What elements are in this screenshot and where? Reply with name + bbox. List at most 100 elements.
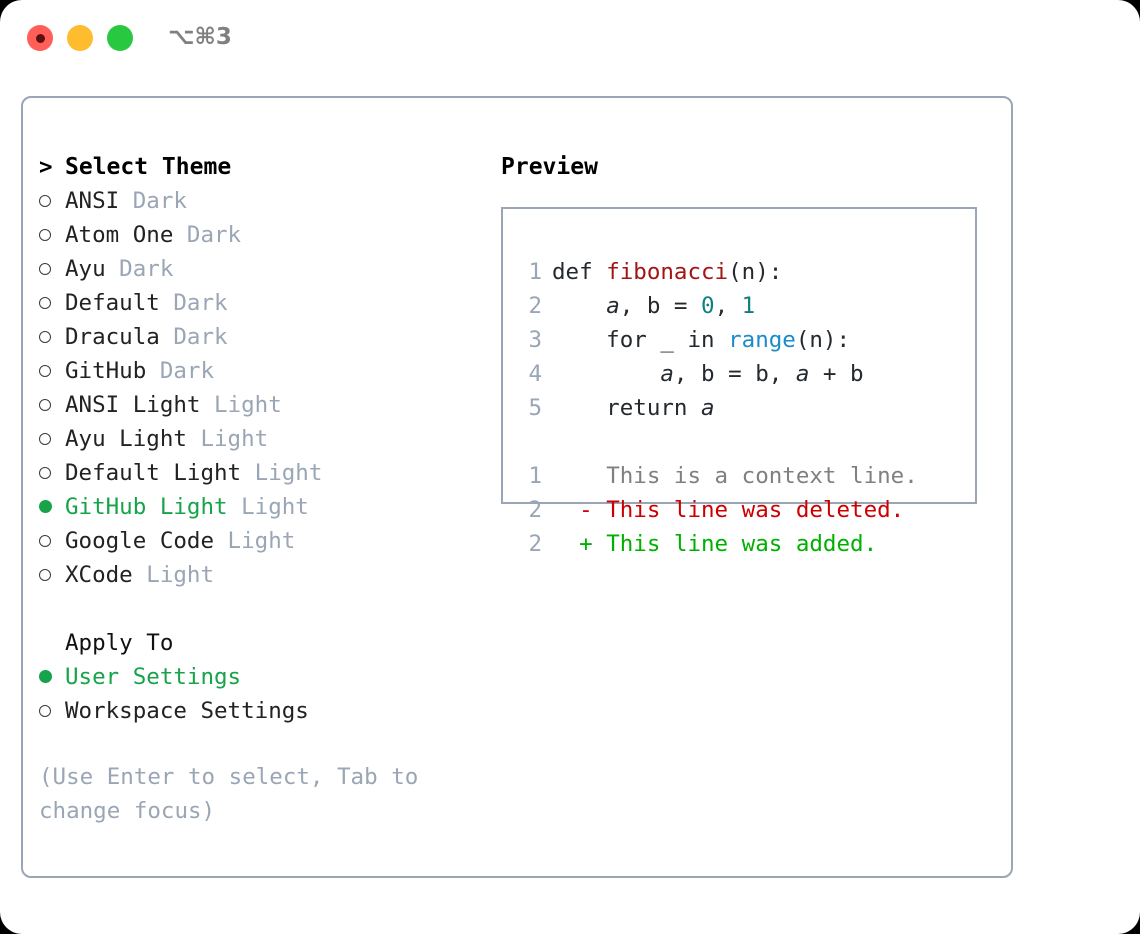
theme-name: Atom One xyxy=(65,222,174,248)
code-token-var: a xyxy=(701,395,715,421)
record-indicator-icon xyxy=(35,33,45,43)
theme-name: GitHub Light xyxy=(65,494,228,520)
code-token-kw: range xyxy=(728,327,796,353)
theme-list-item[interactable]: Dracula Dark xyxy=(39,320,479,354)
code-token-plain: , xyxy=(619,293,647,319)
theme-list-item[interactable]: GitHub Light Light xyxy=(39,490,479,524)
line-number: 2 xyxy=(528,293,542,319)
theme-list-item[interactable]: Ayu Dark xyxy=(39,252,479,286)
code-token-plain: def xyxy=(552,259,607,285)
radio-bullet-icon xyxy=(39,534,51,547)
line-number: 1 xyxy=(528,463,542,489)
radio-unselected-icon[interactable] xyxy=(39,324,65,350)
radio-unselected-icon[interactable] xyxy=(39,426,65,452)
theme-name: Ayu xyxy=(65,256,106,282)
theme-list-item[interactable]: Ayu Light Light xyxy=(39,422,479,456)
diff-line-ctx: 1 This is a context line. xyxy=(520,459,918,493)
keyboard-hint-text: (Use Enter to select, Tab to change focu… xyxy=(39,764,432,824)
radio-bullet-icon xyxy=(39,228,51,241)
theme-list-item[interactable]: Default Light Light xyxy=(39,456,479,490)
list-spacer xyxy=(39,592,479,626)
window-controls xyxy=(27,25,133,51)
code-token-plain: for _ in xyxy=(552,327,729,353)
theme-kind-badge: Light xyxy=(214,528,296,554)
diff-line-add: 2 + This line was added. xyxy=(520,527,918,561)
theme-list-item[interactable]: ANSI Light Light xyxy=(39,388,479,422)
radio-unselected-icon[interactable] xyxy=(39,290,65,316)
radio-unselected-icon[interactable] xyxy=(39,698,65,724)
diff-sign: - xyxy=(552,497,607,523)
radio-bullet-icon xyxy=(39,704,51,717)
theme-name: GitHub xyxy=(65,358,147,384)
focus-caret-icon: > xyxy=(39,154,53,180)
diff-sign xyxy=(552,463,606,489)
radio-bullet-icon xyxy=(39,670,52,683)
theme-kind-badge: Dark xyxy=(119,188,187,214)
theme-list-item[interactable]: Default Dark xyxy=(39,286,479,320)
code-token-plain xyxy=(552,361,660,387)
radio-unselected-icon[interactable] xyxy=(39,256,65,282)
code-line: 5 return a xyxy=(520,391,918,425)
theme-name: ANSI xyxy=(65,188,120,214)
theme-list-item[interactable]: GitHub Dark xyxy=(39,354,479,388)
radio-bullet-icon xyxy=(39,432,51,445)
diff-text: This line was added. xyxy=(606,531,878,557)
line-number: 3 xyxy=(528,327,542,353)
apply-to-title: Apply To xyxy=(65,630,174,656)
code-token-func: fibonacci xyxy=(606,259,729,285)
theme-name: Ayu Light xyxy=(65,426,187,452)
radio-selected-icon[interactable] xyxy=(39,664,65,690)
theme-kind-badge: Dark xyxy=(159,324,228,350)
radio-bullet-icon xyxy=(39,330,51,343)
radio-bullet-icon xyxy=(39,500,52,513)
line-number: 2 xyxy=(528,497,542,523)
radio-unselected-icon[interactable] xyxy=(39,222,65,248)
diff-sign: + xyxy=(552,531,607,557)
theme-kind-badge: Dark xyxy=(146,358,215,384)
theme-list-item[interactable]: Google Code Light xyxy=(39,524,479,558)
theme-kind-badge: Light xyxy=(186,426,269,452)
diff-text: This line was deleted. xyxy=(606,497,905,523)
code-line: 4 a, b = b, a + b xyxy=(520,357,918,391)
radio-bullet-icon xyxy=(39,466,51,479)
radio-bullet-icon xyxy=(39,262,51,275)
line-number: 4 xyxy=(528,361,542,387)
radio-bullet-icon xyxy=(39,398,51,411)
radio-bullet-icon xyxy=(39,296,51,309)
code-token-var: a xyxy=(795,361,810,387)
radio-bullet-icon xyxy=(39,568,51,581)
theme-list-item[interactable]: ANSI Dark xyxy=(39,184,479,218)
close-button-icon[interactable] xyxy=(27,25,53,51)
theme-picker-title: Select Theme xyxy=(65,154,232,180)
radio-unselected-icon[interactable] xyxy=(39,562,65,588)
diff-text: This is a context line. xyxy=(606,463,918,489)
apply-to-item[interactable]: Workspace Settings xyxy=(39,694,479,728)
radio-unselected-icon[interactable] xyxy=(39,460,65,486)
maximize-button-icon[interactable] xyxy=(107,25,133,51)
apply-to-label: User Settings xyxy=(65,664,242,690)
code-token-var: a xyxy=(606,293,620,319)
radio-unselected-icon[interactable] xyxy=(39,358,65,384)
radio-unselected-icon[interactable] xyxy=(39,188,65,214)
keyboard-shortcut-label: ⌥⌘3 xyxy=(168,24,232,50)
radio-unselected-icon[interactable] xyxy=(39,392,65,418)
title-bar: ⌥⌘3 xyxy=(0,0,1140,78)
theme-kind-badge: Light xyxy=(132,562,215,588)
apply-to-heading: Apply To xyxy=(39,626,479,660)
theme-list-item[interactable]: Atom One Dark xyxy=(39,218,479,252)
radio-unselected-icon[interactable] xyxy=(39,528,65,554)
theme-name: Google Code xyxy=(65,528,215,554)
minimize-button-icon[interactable] xyxy=(67,25,93,51)
theme-kind-badge: Dark xyxy=(159,290,228,316)
apply-to-item[interactable]: User Settings xyxy=(39,660,479,694)
theme-list-item[interactable]: XCode Light xyxy=(39,558,479,592)
radio-selected-icon[interactable] xyxy=(39,494,65,520)
theme-kind-badge: Light xyxy=(200,392,282,418)
